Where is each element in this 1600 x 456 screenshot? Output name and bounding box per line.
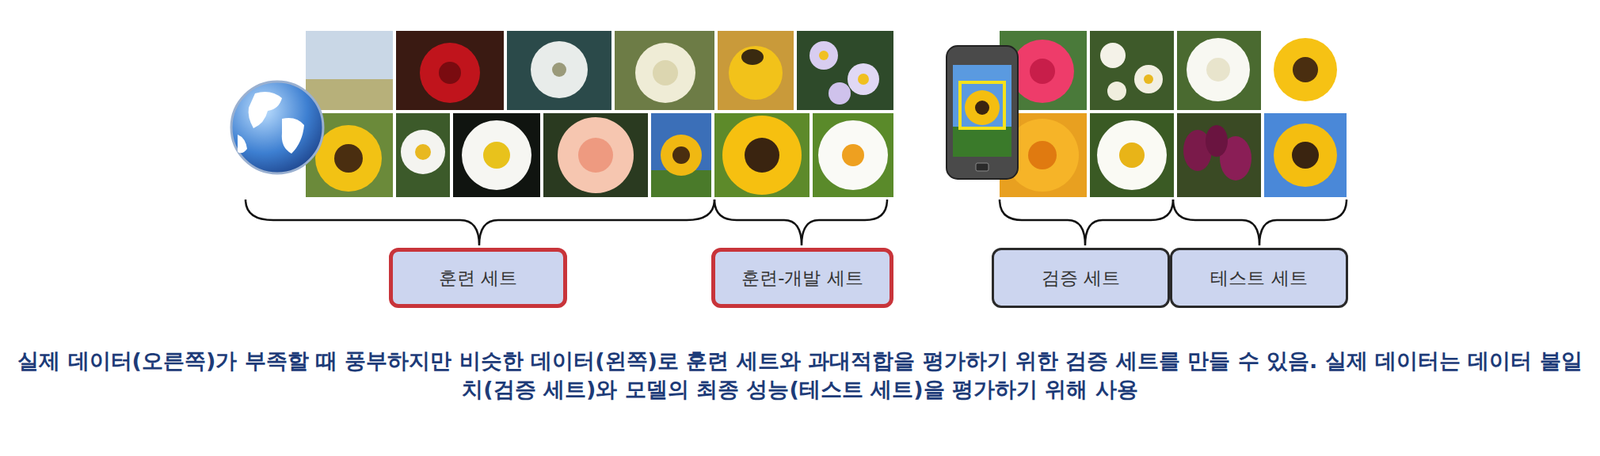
box-label: 검증 세트 bbox=[1041, 266, 1120, 291]
box-label: 테스트 세트 bbox=[1210, 266, 1307, 291]
box-label: 훈련 세트 bbox=[438, 266, 518, 291]
set-box: 훈련 세트 bbox=[388, 247, 568, 309]
phone-icon bbox=[946, 45, 1018, 180]
box-label: 훈련-개발 세트 bbox=[741, 266, 864, 291]
set-box: 검증 세트 bbox=[991, 247, 1170, 309]
set-box: 테스트 세트 bbox=[1169, 247, 1349, 309]
photo-tiles-right bbox=[999, 30, 1347, 198]
figure-caption: 실제 데이터(오른쪽)가 부족할 때 풍부하지만 비슷한 데이터(왼쪽)로 훈련… bbox=[11, 346, 1589, 404]
brace bbox=[245, 199, 1347, 246]
photo-tiles-left bbox=[305, 113, 894, 198]
set-box: 훈련-개발 세트 bbox=[711, 247, 894, 309]
photo-tiles-left bbox=[305, 30, 894, 111]
globe-icon bbox=[231, 81, 324, 174]
